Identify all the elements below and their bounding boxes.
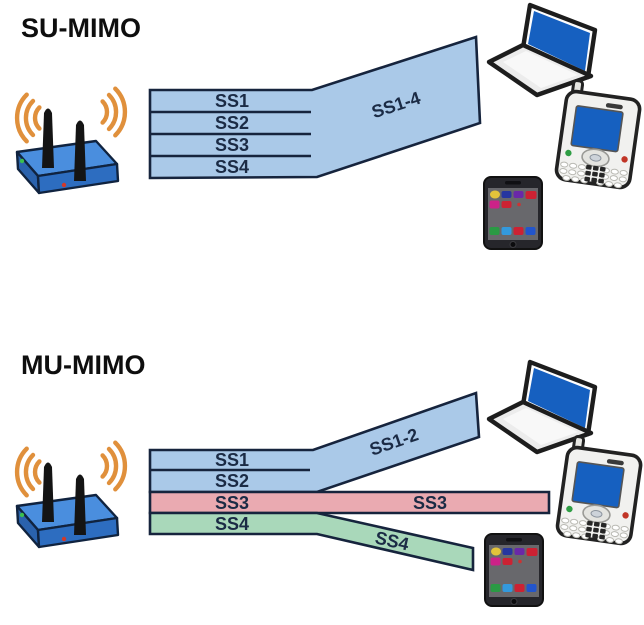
su-stream-label-ss1: SS1 [215,91,249,111]
mu-stream-label-ss1: SS1 [215,450,249,470]
mu-smartphone-icon [484,533,544,607]
su-stream-band [148,35,482,180]
su-pda-phone-icon [553,77,644,191]
mu-pda-phone-icon [554,433,644,547]
mu-blue-stream-band [148,391,481,494]
mu-pda-stream-label: SS3 [413,493,447,513]
mu-stream-label-ss4: SS4 [215,514,249,534]
mu-router-icon [17,443,125,547]
mu-pink-stream-band [148,490,551,515]
mu-stream-label-ss2: SS2 [215,471,249,491]
su-smartphone-icon [483,176,543,250]
mu-green-stream-band [148,511,475,572]
su-stream-label-ss4: SS4 [215,157,249,177]
su-router-icon [17,89,125,193]
su-mimo-title: SU-MIMO [21,13,141,43]
su-stream-label-ss2: SS2 [215,113,249,133]
su-stream-label-ss3: SS3 [215,135,249,155]
mu-stream-label-ss3: SS3 [215,493,249,513]
mu-mimo-title: MU-MIMO [21,350,145,380]
